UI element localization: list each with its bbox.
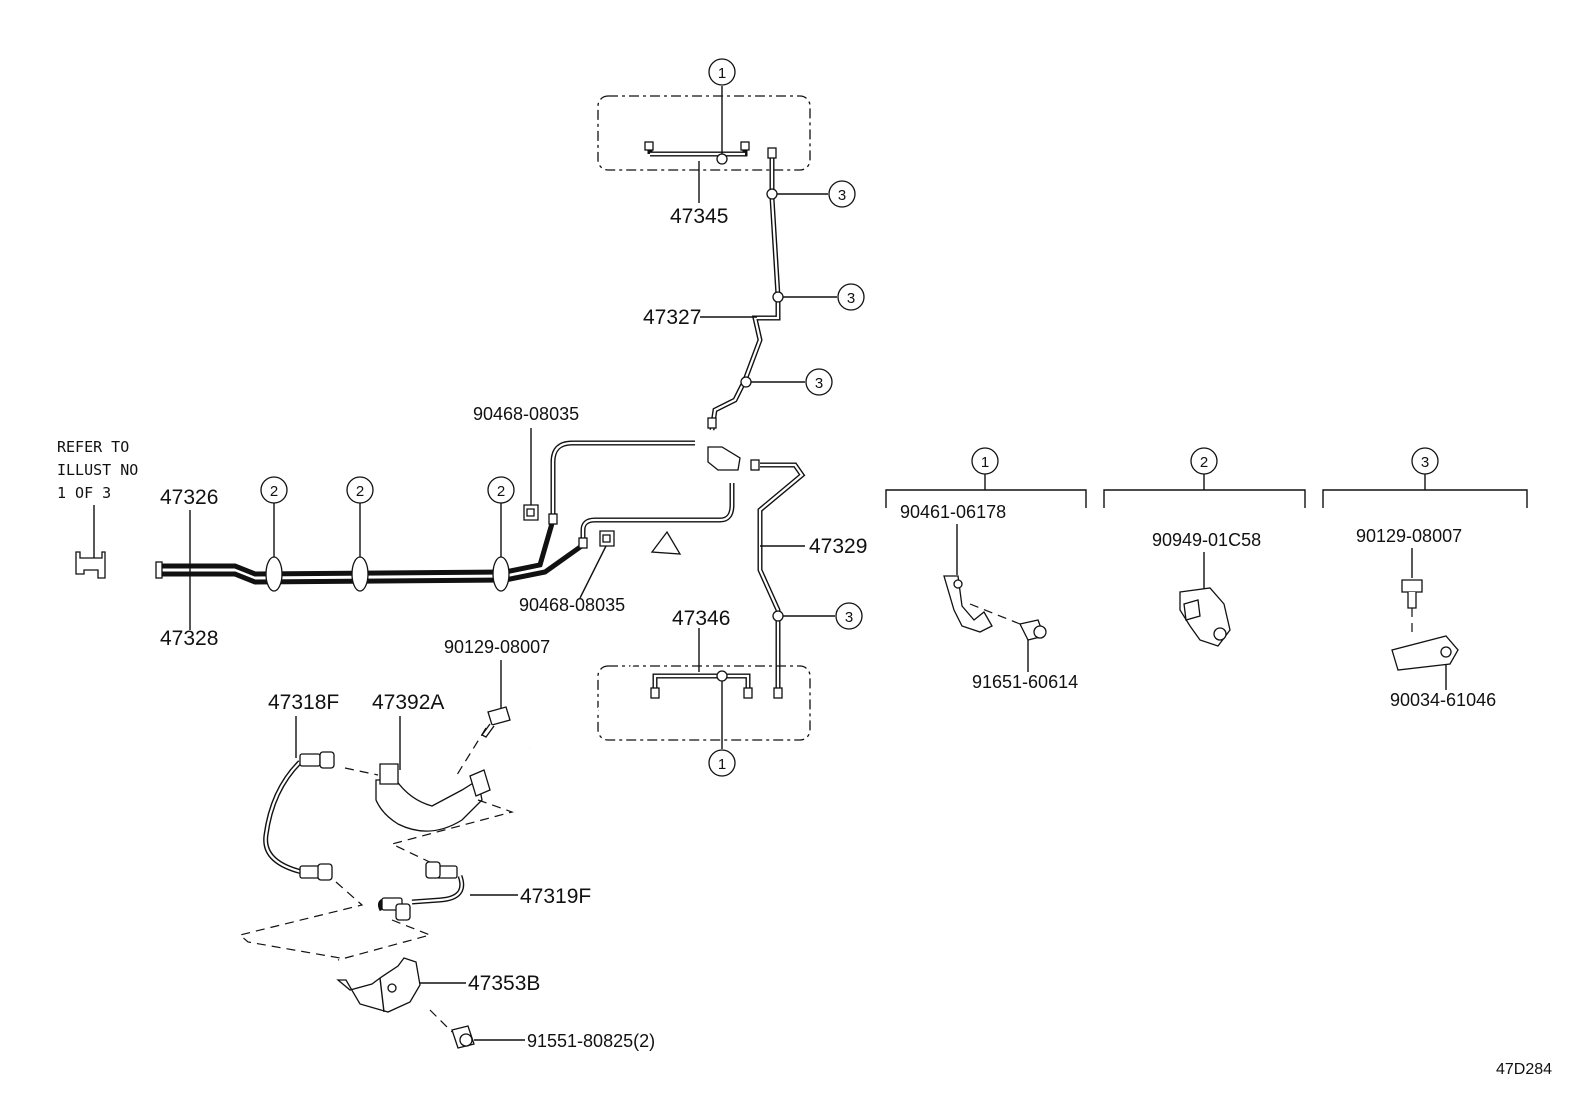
legend-group-1: 1 90461-06178 91651-60614 bbox=[885, 447, 1087, 692]
legend-group-3: 3 90129-08007 90034-61046 bbox=[1322, 447, 1528, 710]
part-number-47345: 47345 bbox=[670, 205, 728, 228]
refer-line-1: REFER TO bbox=[57, 438, 129, 456]
svg-text:2: 2 bbox=[1200, 454, 1208, 471]
callout-2-a: 2 bbox=[260, 476, 288, 504]
bracket-47353B bbox=[336, 957, 466, 1013]
svg-text:2: 2 bbox=[497, 483, 505, 500]
part-number-90468-upper: 90468-08035 bbox=[473, 404, 579, 424]
svg-text:3: 3 bbox=[845, 609, 853, 626]
callout-3-c: 3 bbox=[805, 368, 833, 396]
callout-2-c: 2 bbox=[487, 476, 515, 504]
svg-text:2: 2 bbox=[356, 483, 364, 500]
part-number-90129-clip: 90129-08007 bbox=[1356, 526, 1462, 546]
part-number-47318F: 47318F bbox=[268, 691, 339, 714]
callout-3-d: 3 bbox=[835, 602, 863, 630]
dashed-guides bbox=[238, 727, 515, 1033]
refer-line-2: ILLUST NO bbox=[57, 461, 138, 479]
part-number-90949: 90949-01C58 bbox=[1152, 530, 1261, 550]
svg-text:3: 3 bbox=[838, 187, 846, 204]
diagram-id: 47D284 bbox=[1496, 1061, 1552, 1078]
callout-3-a: 3 bbox=[828, 180, 856, 208]
brake-tube-47327 bbox=[700, 147, 837, 431]
bracket-47392A bbox=[375, 763, 491, 832]
svg-text:1: 1 bbox=[718, 756, 726, 773]
bolt-90129 bbox=[481, 706, 511, 738]
bolt-91551 bbox=[451, 1025, 525, 1049]
rear-upper-assembly bbox=[597, 86, 811, 203]
part-number-47328: 47328 bbox=[160, 627, 218, 650]
part-number-90468-lower: 90468-08035 bbox=[519, 595, 625, 615]
part-number-91651: 91651-60614 bbox=[972, 672, 1078, 692]
part-number-47327: 47327 bbox=[643, 306, 701, 329]
svg-text:3: 3 bbox=[1421, 454, 1429, 471]
callout-3-b: 3 bbox=[837, 283, 865, 311]
part-number-47353B: 47353B bbox=[468, 972, 540, 995]
callout-1-top: 1 bbox=[708, 58, 736, 86]
part-number-47326: 47326 bbox=[160, 486, 218, 509]
part-number-90461: 90461-06178 bbox=[900, 502, 1006, 522]
svg-text:1: 1 bbox=[981, 454, 989, 471]
part-number-90034: 90034-61046 bbox=[1390, 690, 1496, 710]
part-number-47346: 47346 bbox=[672, 607, 730, 630]
part-number-47329: 47329 bbox=[809, 535, 867, 558]
callout-1-bottom: 1 bbox=[708, 749, 736, 777]
flex-hose-47318F bbox=[263, 751, 335, 881]
callout-label: 1 bbox=[718, 65, 726, 82]
brake-tube-47329 bbox=[757, 462, 835, 699]
legend-group-2: 2 90949-01C58 bbox=[1103, 447, 1306, 647]
rear-lower-assembly bbox=[529, 530, 811, 750]
callout-2-b: 2 bbox=[346, 476, 374, 504]
part-number-47319F: 47319F bbox=[520, 885, 591, 908]
part-number-90129-bolt: 90129-08007 bbox=[444, 637, 550, 657]
svg-text:2: 2 bbox=[270, 483, 278, 500]
svg-text:3: 3 bbox=[815, 375, 823, 392]
flex-hose-47319F bbox=[378, 861, 518, 921]
svg-text:3: 3 bbox=[847, 290, 855, 307]
part-number-47392A: 47392A bbox=[372, 691, 444, 714]
refer-note: REFER TO ILLUST NO 1 OF 3 bbox=[57, 438, 138, 579]
refer-line-3: 1 OF 3 bbox=[57, 484, 111, 502]
main-brake-tube-set bbox=[155, 428, 760, 630]
part-number-91551: 91551-80825(2) bbox=[527, 1031, 655, 1051]
